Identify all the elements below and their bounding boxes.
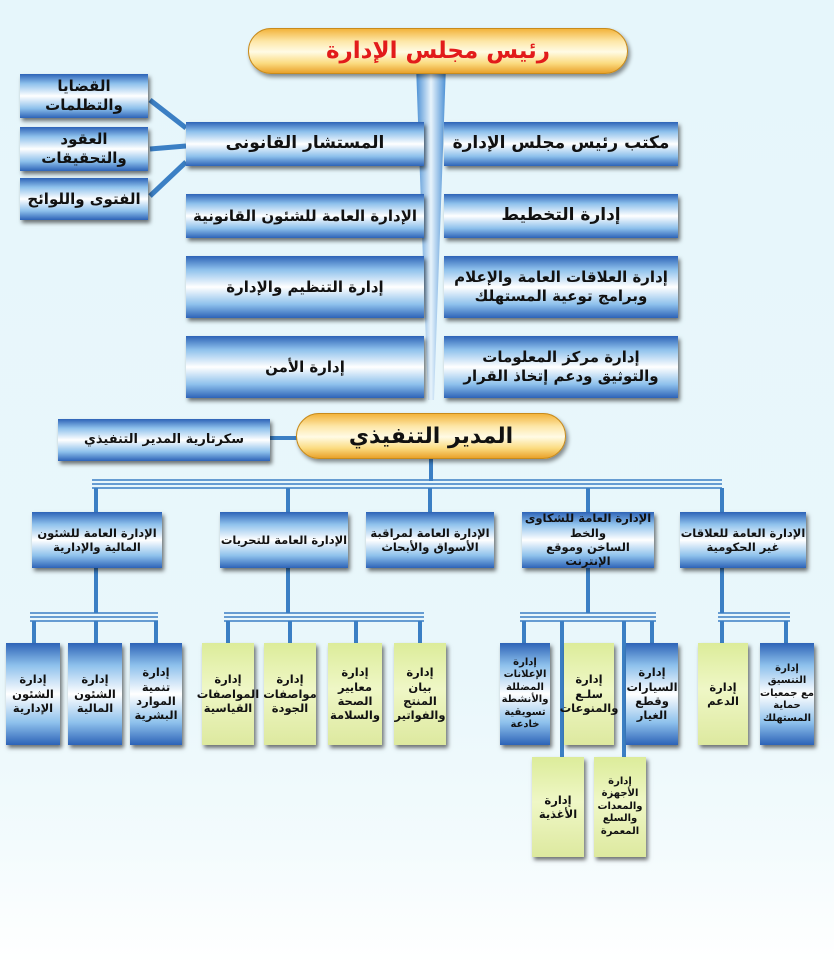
food-box: إدارة الأغذية: [532, 757, 584, 857]
goods-box: إدارة سلـع والمنوعات: [560, 643, 618, 745]
exec-secretary-box: سكرتارية المدير التنفيذي: [58, 419, 270, 461]
misleading-ads-box: إدارة الإعلانات المضللة والأنشطة تسويقية…: [500, 643, 550, 745]
chairman-office-box: مكتب رئيس مجلس الإدارة: [444, 122, 678, 166]
health-safety-box: إدارة معايير الصحة والسلامة: [328, 643, 382, 745]
complaints-dept: الإدارة العامة للشكاوى والخط الساخن وموق…: [522, 511, 654, 568]
quality-specs-box: إدارة مواصفات الجودة: [263, 643, 317, 745]
legal-advisor-box: المستشار القانونى: [186, 122, 424, 166]
organization-box: إدارة التنظيم والإدارة: [186, 256, 424, 318]
investigations-dept: الإدارة العامة للتحريات: [220, 512, 348, 568]
hr-development-box: إدارة تنمية الموارد البشرية: [130, 643, 182, 745]
finance-admin-dept: الإدارة العامة للشئون المالية والإدارية: [32, 512, 162, 568]
financial-affairs-box: إدارة الشئون المالية: [68, 643, 122, 745]
market-dept: الإدارة العامة لمراقبة الأسواق والأبحاث: [366, 512, 494, 568]
chairman-box: رئيس مجلس الإدارة: [248, 28, 628, 74]
cases-unit: القضايا والتظلمات: [20, 74, 148, 118]
administrative-affairs-box: إدارة الشئون الإدارية: [6, 643, 60, 745]
planning-box: إدارة التخطيط: [444, 194, 678, 238]
legal-affairs-box: الإدارة العامة للشئون القانونية: [186, 194, 424, 238]
support-box: إدارة الدعم: [698, 643, 748, 745]
info-center-box: إدارة مركز المعلومات والتوثيق ودعم إتخاذ…: [444, 336, 678, 398]
coordination-box: إدارة التنسيق مع جمعيات حماية المستهلك: [760, 643, 814, 745]
product-info-box: إدارة بيان المنتج والفواتير: [394, 643, 446, 745]
ngo-dept: الإدارة العامة للعلاقات غير الحكومية: [680, 512, 806, 568]
executive-director-box: المدير التنفيذي: [296, 413, 566, 459]
security-box: إدارة الأمن: [186, 336, 424, 398]
contracts-unit: العقود والتحقيقات: [20, 127, 148, 171]
cars-spare-parts-box: إدارة السيارات وقطع الغيار: [626, 643, 678, 745]
opinions-unit: الفتوى واللوائح: [20, 178, 148, 220]
appliances-box: إدارة الأجهزة والمعدات والسلع المعمرة: [594, 757, 646, 857]
standard-specs-box: إدارة المواصفات القياسية: [197, 643, 259, 745]
public-relations-box: إدارة العلاقات العامة والإعلام وبرامج تو…: [444, 256, 678, 318]
